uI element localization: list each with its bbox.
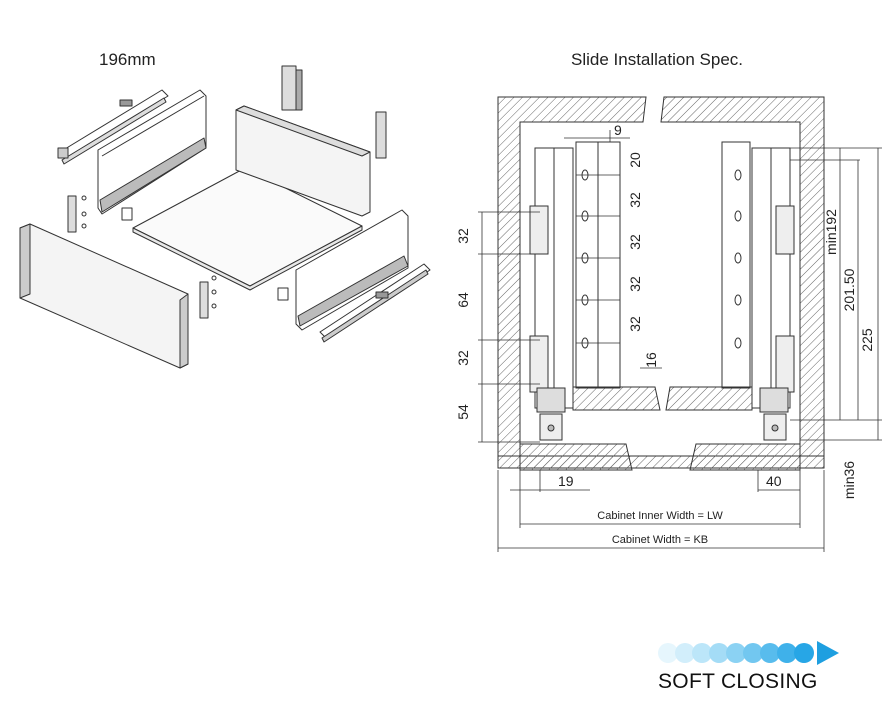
arrow-dot bbox=[709, 643, 729, 663]
arrow-dot bbox=[760, 643, 780, 663]
dim-hole-32c: 32 bbox=[627, 276, 643, 292]
front-bracket-right bbox=[199, 275, 289, 319]
front-panel bbox=[19, 223, 189, 369]
dim-40: 40 bbox=[766, 473, 782, 489]
front-slide-rail bbox=[319, 263, 431, 343]
drawer-assembly-title: 196mm bbox=[99, 50, 156, 69]
arrow-dot bbox=[777, 643, 797, 663]
dim-inner-width: Cabinet Inner Width = LW bbox=[597, 510, 723, 522]
soft-closing-label: SOFT CLOSING bbox=[658, 670, 818, 693]
front-bracket-left bbox=[67, 195, 133, 233]
dim-225: 225 bbox=[859, 328, 875, 352]
dim-hole-32b: 32 bbox=[627, 234, 643, 250]
dim-left-54: 54 bbox=[455, 404, 471, 420]
right-drawer-profile bbox=[721, 141, 795, 441]
rear-upright-brackets bbox=[281, 65, 387, 159]
slide-installation-title: Slide Installation Spec. bbox=[571, 50, 743, 69]
dimension-lines bbox=[478, 130, 882, 552]
dim-left-64: 64 bbox=[455, 292, 471, 308]
arrow-dot bbox=[743, 643, 763, 663]
back-panel bbox=[235, 105, 371, 217]
dim-19: 19 bbox=[558, 473, 574, 489]
arrow-dot bbox=[675, 643, 695, 663]
arrow-dot bbox=[794, 643, 814, 663]
arrow-dot bbox=[692, 643, 712, 663]
soft-closing-arrow-icon bbox=[658, 641, 839, 665]
dim-top-9: 9 bbox=[614, 122, 622, 138]
dim-hole-32d: 32 bbox=[627, 316, 643, 332]
left-drawer-profile bbox=[529, 141, 621, 441]
soft-closing-badge: SOFT CLOSING bbox=[658, 638, 868, 698]
dim-min192: min192 bbox=[823, 209, 839, 255]
rear-slide-rail bbox=[57, 89, 169, 165]
arrow-dot bbox=[726, 643, 746, 663]
arrow-head bbox=[817, 641, 839, 665]
dim-hole-20: 20 bbox=[627, 152, 643, 168]
left-side-panel bbox=[97, 89, 207, 215]
dim-min36: min36 bbox=[841, 461, 857, 499]
arrow-dot bbox=[658, 643, 678, 663]
dim-cabinet-width: Cabinet Width = KB bbox=[612, 534, 708, 546]
right-side-panel bbox=[295, 209, 409, 331]
dim-left-32b: 32 bbox=[455, 350, 471, 366]
dim-left-32a: 32 bbox=[455, 228, 471, 244]
dim-right-16: 16 bbox=[643, 352, 659, 368]
dim-201-50: 201.50 bbox=[841, 268, 857, 311]
dim-hole-32a: 32 bbox=[627, 192, 643, 208]
